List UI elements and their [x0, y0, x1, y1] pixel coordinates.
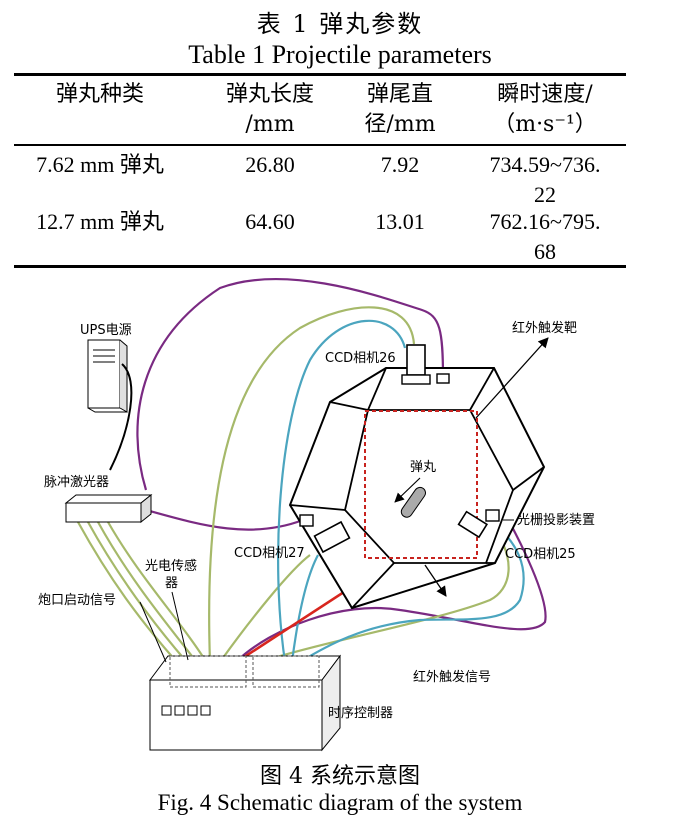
- table-cell-length: 26.80: [245, 152, 295, 177]
- table-header-length: 弹丸长度 /mm: [225, 82, 314, 137]
- purple-cables: [136, 278, 547, 661]
- timing-controller: [149, 654, 341, 752]
- projectile-label: 弹丸: [410, 460, 436, 475]
- laser-label: 脉冲激光器: [44, 475, 109, 490]
- table-bottom-rule: [14, 265, 626, 268]
- ccd-camera-27-icon: [299, 514, 351, 554]
- muzzle-signal-label: 炮口启动信号: [38, 593, 116, 608]
- table-cell-velocity: 734.59~736.22: [489, 152, 601, 207]
- table-header-velocity: 瞬时速度/ （m·s⁻¹）: [493, 82, 597, 137]
- grating-label: 光栅投影装置: [517, 512, 595, 528]
- ir-trigger-zone: [364, 410, 478, 559]
- ir-target-label: 红外触发靶: [512, 320, 577, 336]
- photo-sensor-label: 光电传感: [145, 558, 197, 574]
- table-top-rule: [14, 73, 626, 76]
- table-cell-type: 12.7 mm 弹丸: [36, 209, 164, 234]
- ccd-camera-26-icon: [401, 344, 450, 385]
- timing-controller-label: 时序控制器: [328, 706, 393, 721]
- ups-label: UPS电源: [80, 323, 132, 338]
- camera-26-label: CCD相机26: [325, 351, 396, 366]
- camera-27-label: CCD相机27: [234, 546, 305, 561]
- pulse-laser-box: [64, 493, 153, 524]
- table-cell-diameter: 13.01: [375, 209, 425, 234]
- table-caption-en: Table 1 Projectile parameters: [188, 40, 492, 69]
- table-header-type: 弹丸种类: [55, 82, 144, 107]
- table-header-rule: [14, 144, 626, 146]
- projectile-shape: [400, 486, 427, 518]
- teal-cables: [277, 319, 525, 663]
- system-schematic: UPS电源 脉冲激光器 炮口启动信号 光电传感 器 CCD相机26 CCD相机2…: [38, 278, 595, 752]
- figure-caption-zh: 图 4 系统示意图: [260, 764, 420, 789]
- camera-25-label: CCD相机25: [505, 547, 576, 562]
- ccd-camera-25-icon: [457, 509, 500, 539]
- table-header-diameter: 弹尾直 径/mm: [364, 82, 436, 137]
- table-cell-diameter: 7.92: [380, 152, 420, 177]
- ir-signal-label: 红外触发信号: [413, 669, 491, 685]
- figure-caption-en: Fig. 4 Schematic diagram of the system: [157, 790, 523, 815]
- table-caption-zh: 表 1 弹丸参数: [256, 10, 424, 38]
- table-cell-type: 7.62 mm 弹丸: [36, 152, 164, 177]
- ups-power-supply: [87, 339, 128, 413]
- table-cell-length: 64.60: [245, 209, 295, 234]
- hexagon-target-frame: [288, 367, 546, 610]
- table-cell-velocity: 762.16~795.68: [489, 209, 601, 264]
- photo-sensor-label-2: 器: [165, 576, 178, 591]
